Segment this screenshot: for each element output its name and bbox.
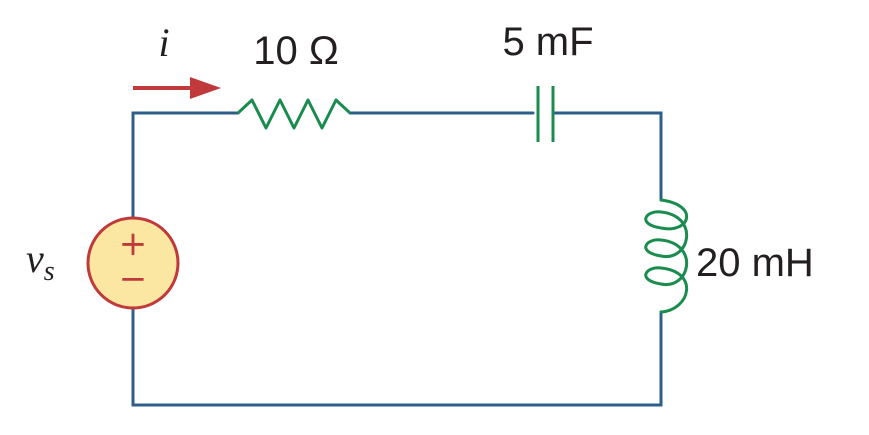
current-arrow [133,77,221,99]
wire-right-bottom [131,306,663,407]
wires [131,111,663,407]
source-label-main: v [26,236,44,281]
resistor-symbol [236,98,352,130]
source-label: vs [26,236,55,287]
capacitor-label: 5 mF [502,20,593,64]
source-label-subscript: s [44,256,55,287]
source-plus-sign: + [119,224,148,264]
inductor-label: 20 mH [696,241,814,285]
inductor-symbol [644,198,689,314]
voltage-source-symbol [86,216,180,310]
current-label: i [158,20,169,65]
wire-left-top [131,111,240,220]
capacitor-symbol [536,86,555,142]
resistor-label: 10 Ω [253,29,339,73]
source-minus-sign: − [119,259,148,299]
wire-capacitor-right [551,111,663,202]
